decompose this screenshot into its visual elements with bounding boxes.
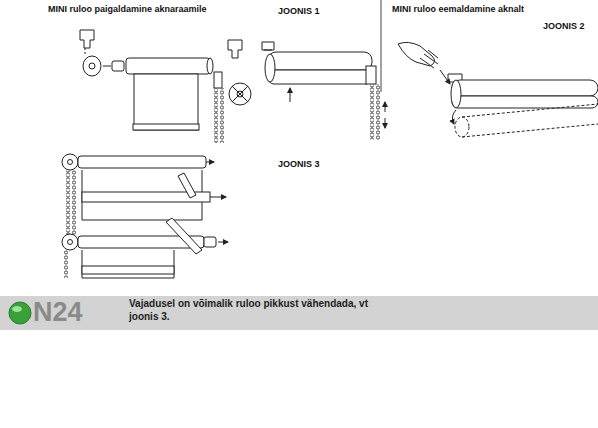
figure-heading: JOONIS 2: [543, 21, 585, 31]
assembled-blind: [262, 42, 385, 140]
note-text: Vajadusel on võimalik ruloo pikkust vähe…: [129, 298, 379, 323]
logo-dot: [9, 302, 31, 324]
note-band: Vajadusel on võimalik ruloo pikkust vähe…: [100, 296, 598, 330]
watermark: N24: [33, 297, 83, 328]
removal-illustration: [398, 42, 598, 137]
figure-heading: MINI ruloo eemaldamine aknalt: [392, 4, 524, 14]
exploded-parts: [80, 30, 251, 143]
shortening-illustration: [62, 154, 226, 242]
shortening-illustration-2: [62, 218, 228, 278]
figure-heading: MINI ruloo paigaldamine aknaraamile: [48, 4, 207, 14]
figure-heading: JOONIS 3: [278, 159, 320, 169]
figure-heading: JOONIS 1: [278, 6, 320, 16]
